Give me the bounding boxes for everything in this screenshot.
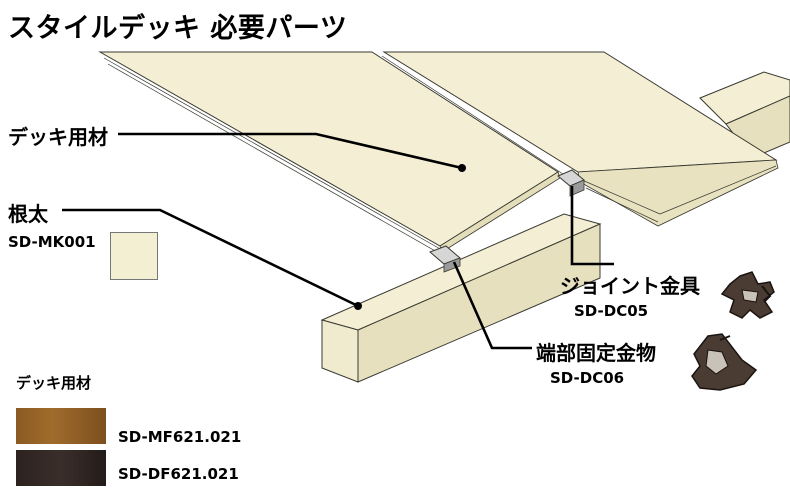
joint-hardware-icon — [720, 271, 775, 319]
deck-material-label: デッキ用材 — [8, 125, 108, 149]
front-joist — [320, 213, 602, 383]
joist-swatch — [110, 232, 158, 280]
dot-deck-material — [458, 164, 466, 172]
end-fixing-hardware-code: SD-DC06 — [550, 369, 625, 387]
leader-joint-hardware — [570, 186, 614, 266]
leader-deck-material — [118, 132, 463, 170]
dot-joist — [354, 302, 362, 310]
color-code-df: SD-DF621.021 — [118, 465, 239, 483]
end-fixing-hardware-label: 端部固定金物 — [536, 341, 656, 365]
joist-label: 根太 — [8, 202, 48, 226]
leader-end-fixing — [452, 261, 532, 350]
color-swatch-df — [16, 450, 106, 486]
leader-lines — [62, 132, 614, 350]
deck-boards — [98, 51, 779, 257]
joint-hardware-label: ジョイント金具 — [560, 274, 700, 298]
color-swatch-mf — [16, 408, 106, 444]
joint-clip-on-deck — [557, 169, 585, 197]
end-clip-on-deck — [429, 245, 461, 273]
color-options-heading: デッキ用材 — [16, 374, 92, 392]
joint-hardware-code: SD-DC05 — [574, 302, 649, 320]
leader-joist — [62, 208, 359, 308]
joist-code: SD-MK001 — [8, 233, 96, 251]
leader-dots — [354, 164, 466, 310]
page-title: スタイルデッキ 必要パーツ — [8, 13, 348, 44]
end-fixing-hardware-icon — [691, 333, 758, 391]
color-code-mf: SD-MF621.021 — [118, 428, 242, 446]
